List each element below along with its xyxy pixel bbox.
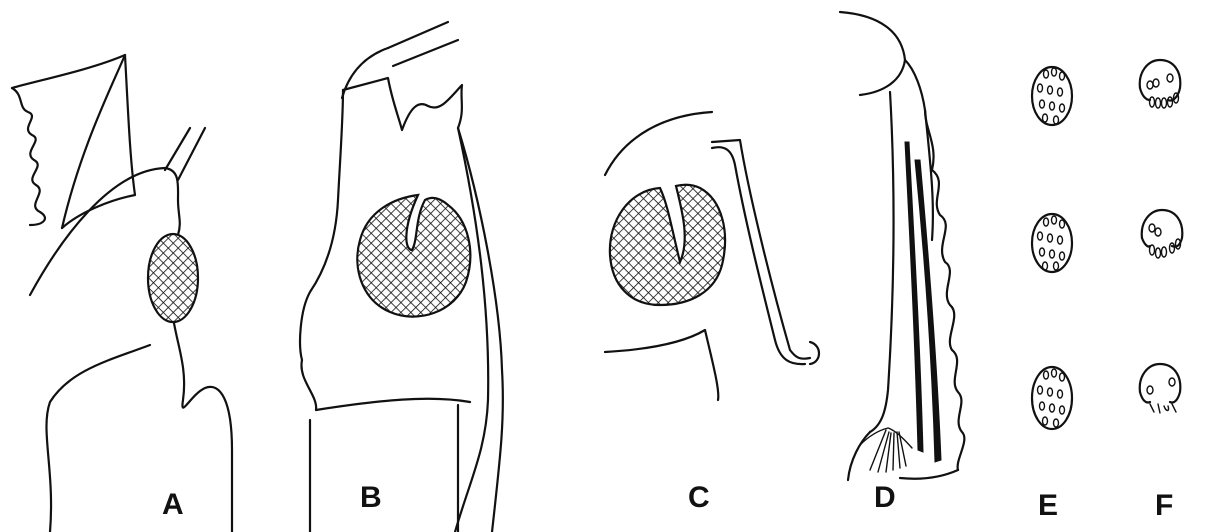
panel-label-a: A xyxy=(162,490,184,520)
panel-label-f: F xyxy=(1155,491,1173,521)
panel-label-b: B xyxy=(360,483,382,513)
panel-e-spore-2 xyxy=(1032,214,1072,272)
panel-a-drawing xyxy=(12,55,232,532)
panel-e-spore-3 xyxy=(1032,367,1072,429)
panel-f-spore-2 xyxy=(1142,210,1183,258)
panel-label-d: D xyxy=(874,483,896,513)
panel-label-c: C xyxy=(688,483,710,513)
panel-label-e: E xyxy=(1038,491,1058,521)
panel-c-drawing xyxy=(605,112,819,400)
panel-c-hatched-organ xyxy=(610,185,725,305)
panel-b-drawing xyxy=(300,22,503,532)
panel-f-spore-3 xyxy=(1140,364,1181,413)
panel-f-spore-1 xyxy=(1140,60,1181,108)
panel-a-hatched-organ xyxy=(148,234,198,322)
panel-e-drawing xyxy=(1032,67,1072,429)
panel-f-drawing xyxy=(1140,60,1183,413)
panel-b-hatched-organ xyxy=(357,195,470,317)
panel-d-drawing xyxy=(840,12,964,480)
panel-e-spore-1 xyxy=(1032,67,1072,125)
